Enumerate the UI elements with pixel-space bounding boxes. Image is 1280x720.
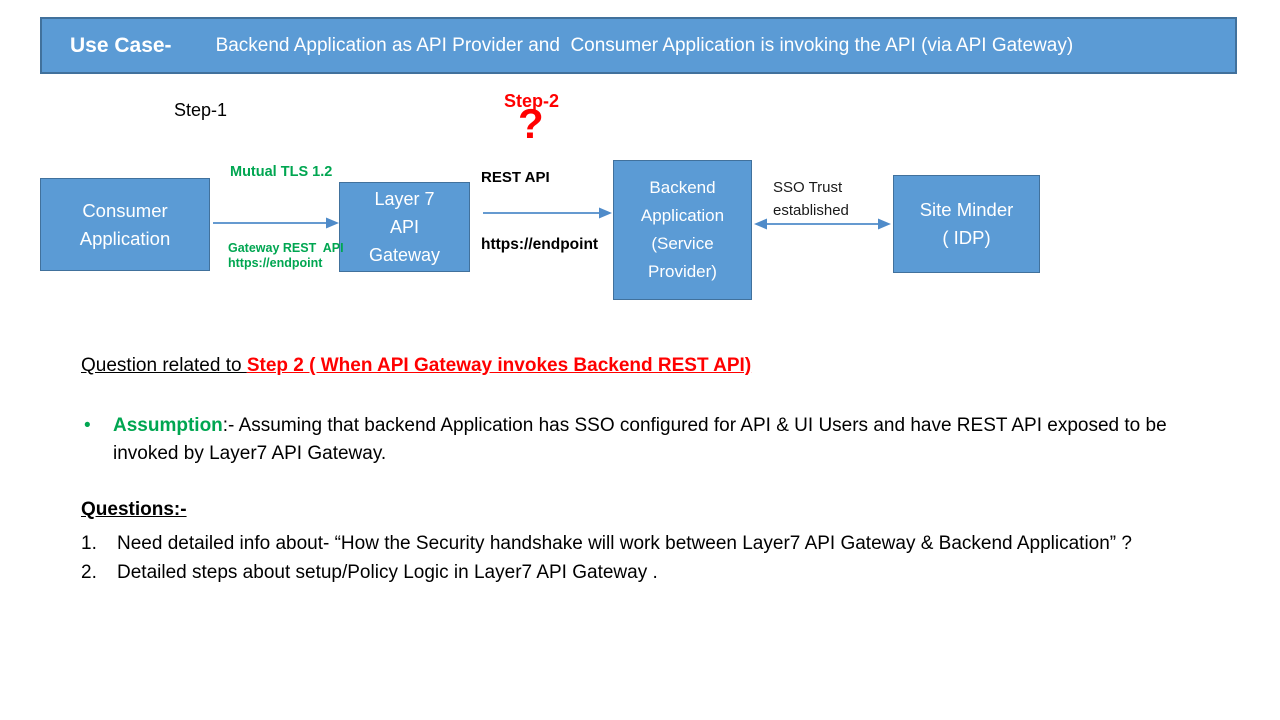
questions-heading: Questions:- — [81, 499, 187, 520]
sso-trust-label: SSO Trust established — [773, 179, 849, 219]
question-item-1: 1. Need detailed info about- “How the Se… — [81, 529, 1181, 558]
step2-label: Step-2 — [504, 91, 560, 111]
question-heading: Question related to Step 2 ( When API Ga… — [81, 355, 751, 377]
banner-title: Backend Application as API Provider and … — [215, 34, 1074, 56]
assumption-bullet-item: • Assumption:- Assuming that backend App… — [84, 412, 1176, 468]
assumption-label: Assumption — [113, 415, 223, 436]
layer7-api-gateway-node: Layer 7 API Gateway — [339, 182, 470, 272]
gateway-rest-endpoint-label: Gateway REST API https://endpoint — [228, 241, 344, 270]
question-heading-highlight: Step 2 ( When API Gateway invokes Backen… — [246, 355, 752, 376]
bullet-icon: • — [84, 415, 91, 436]
question-heading-prefix: Question related to — [81, 355, 247, 376]
mutual-tls-label: Mutual TLS 1.2 — [230, 164, 333, 180]
arrow-consumer-to-gateway — [213, 217, 339, 229]
assumption-text: Assumption:- Assuming that backend Appli… — [113, 412, 1176, 468]
site-minder-idp-node: Site Minder ( IDP) — [893, 175, 1040, 273]
step1-label: Step-1 — [174, 100, 228, 120]
use-case-label: Use Case- — [70, 33, 172, 57]
question-text: Detailed steps about setup/Policy Logic … — [117, 562, 658, 583]
question-text: Need detailed info about- “How the Secur… — [117, 533, 1132, 554]
arrow-gateway-to-backend — [483, 207, 612, 219]
questions-section: Questions:- 1. Need detailed info about-… — [81, 498, 1181, 587]
https-endpoint-label: https://endpoint — [481, 236, 599, 253]
consumer-application-node: Consumer Application — [40, 178, 210, 271]
question-item-2: 2. Detailed steps about setup/Policy Log… — [81, 558, 1181, 587]
title-banner: Use Case- Backend Application as API Pro… — [40, 17, 1237, 74]
question-number: 1. — [81, 533, 97, 554]
backend-application-node: Backend Application (Service Provider) — [613, 160, 752, 300]
rest-api-label: REST API — [481, 169, 550, 186]
assumption-text-body: :- Assuming that backend Application has… — [113, 415, 1167, 464]
question-number: 2. — [81, 562, 97, 583]
step2-question-mark: ? — [518, 100, 544, 147]
